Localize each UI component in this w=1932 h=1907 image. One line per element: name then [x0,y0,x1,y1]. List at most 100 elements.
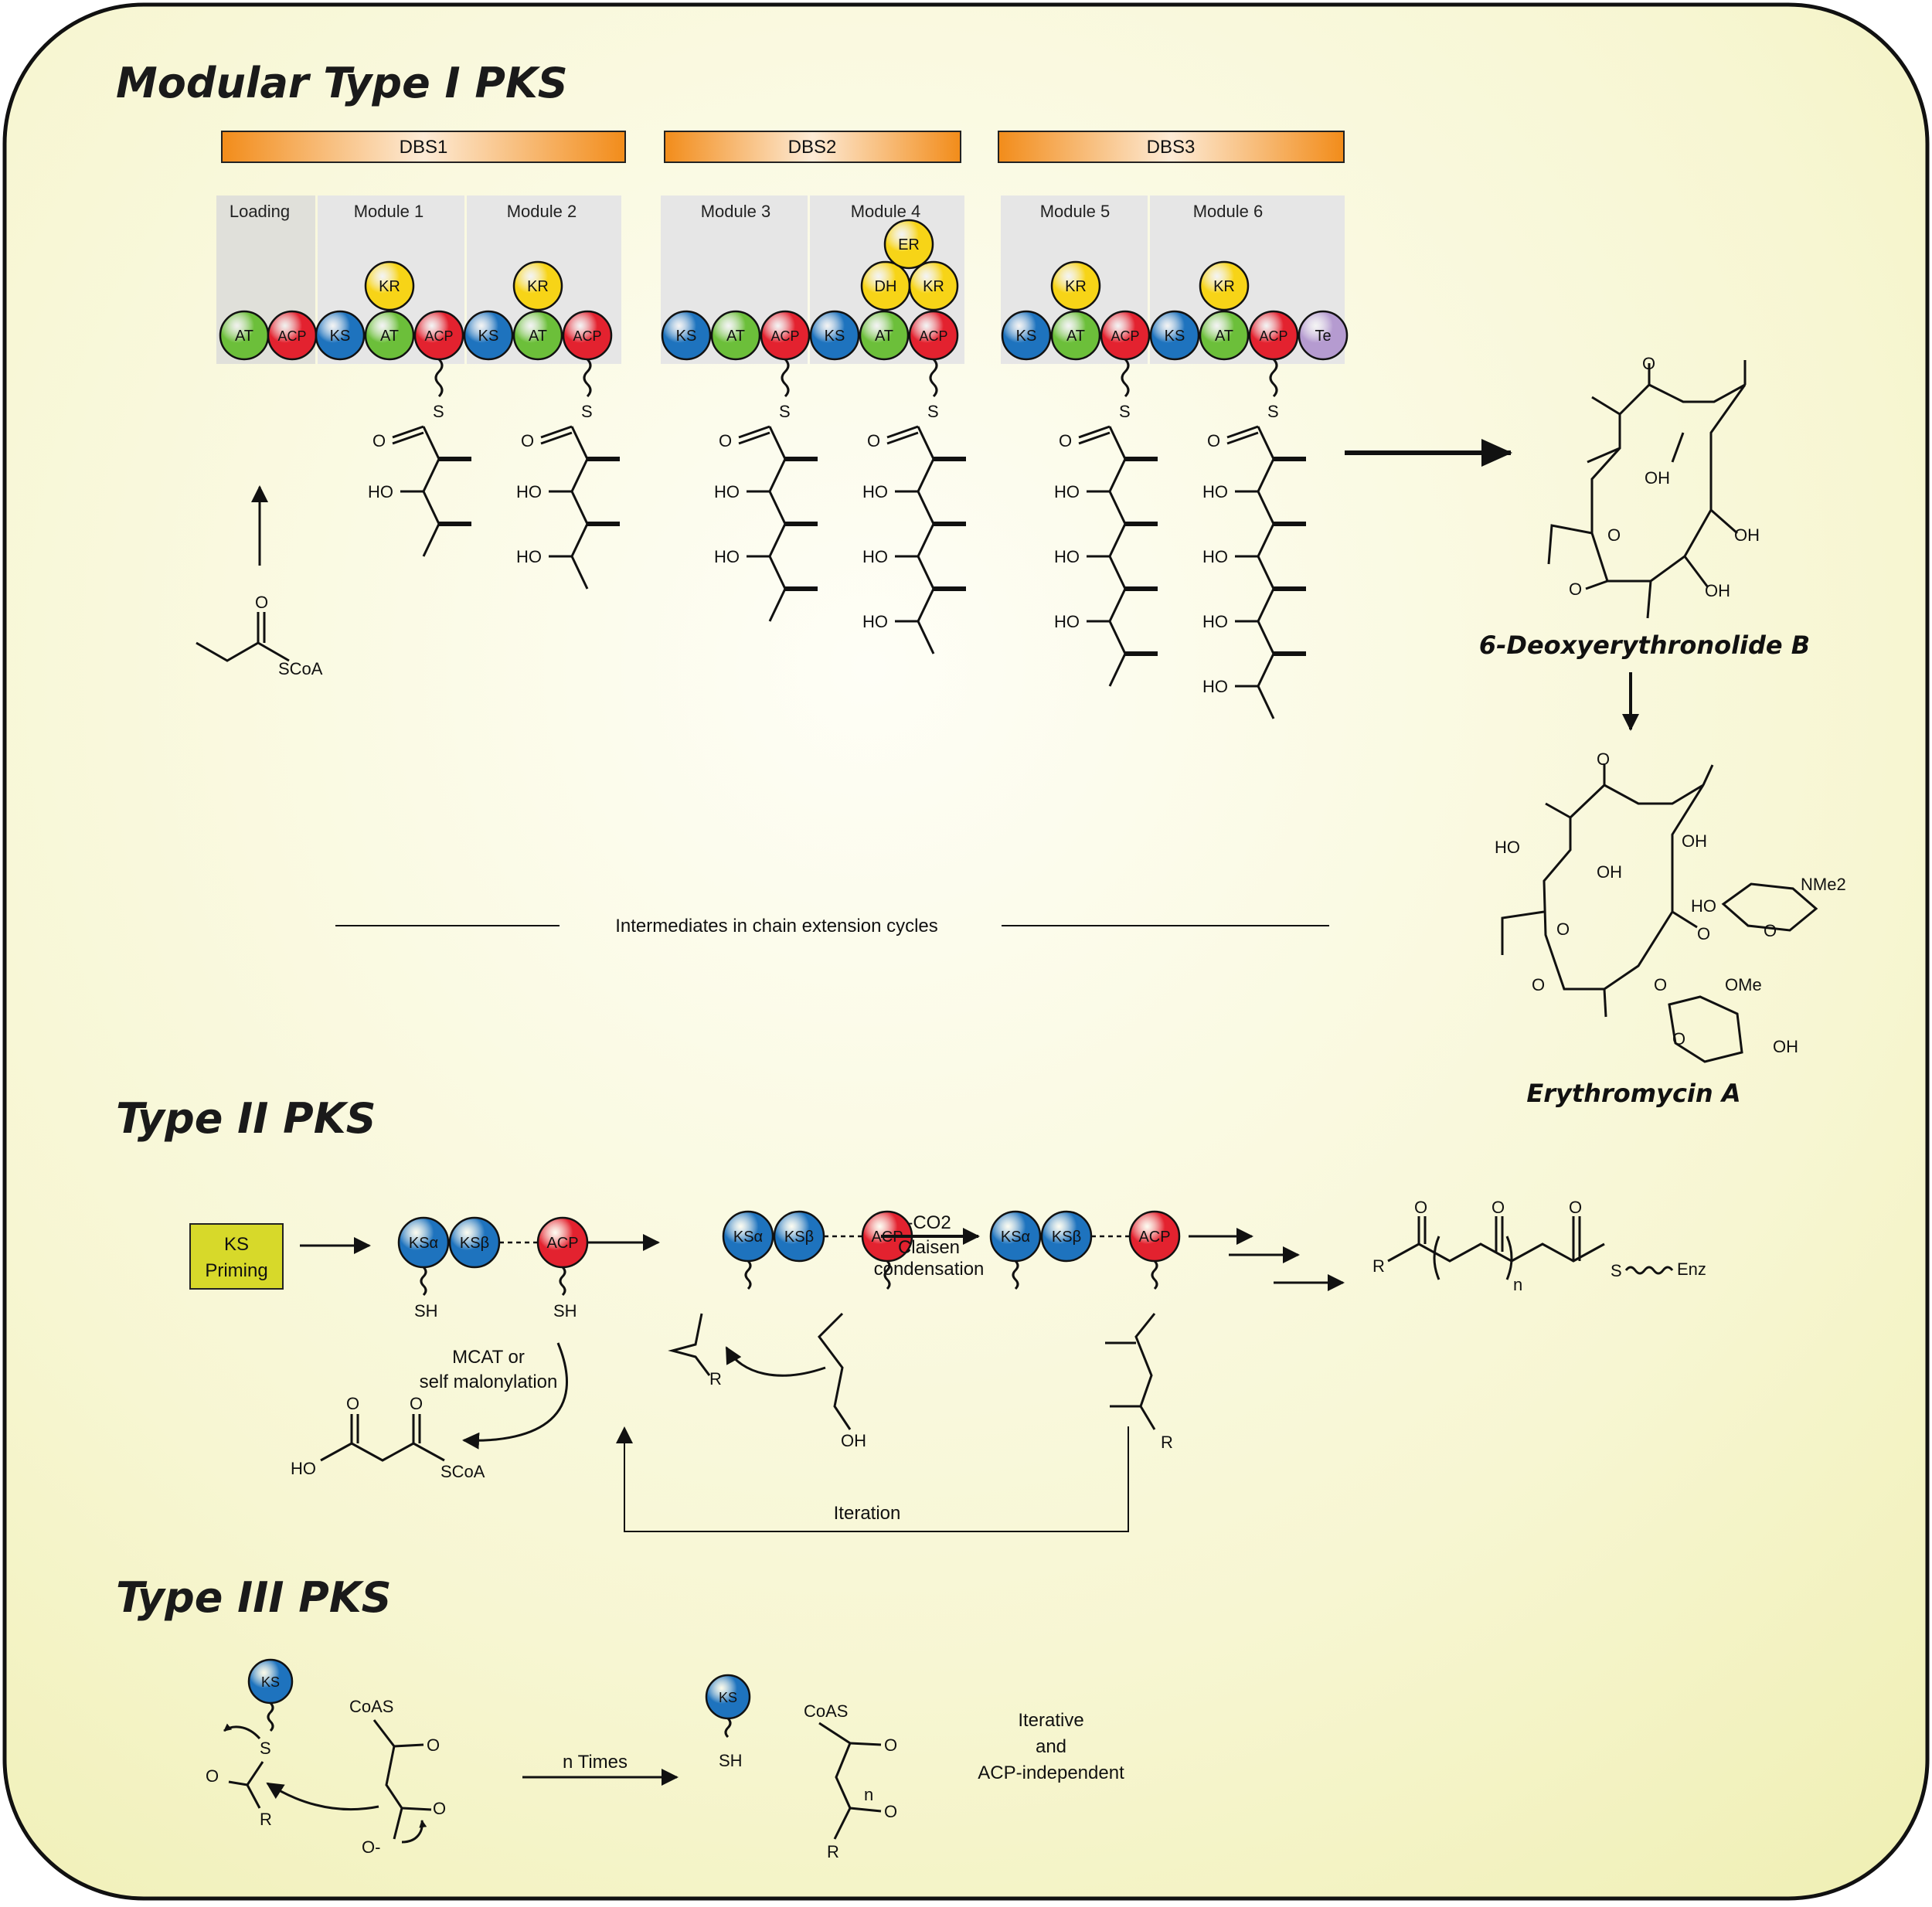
malonyl-o-1: O [346,1394,359,1413]
prod-r: R [1372,1256,1385,1276]
intermediate-ho-4-6: HO [862,612,888,631]
intermediate-ho-3-2: HO [714,482,740,501]
domain-kr-top-3: KR [908,260,959,311]
starter-propionyl-coa: O SCoA [196,485,323,678]
ks-priming-line1: KS [224,1234,249,1255]
domain-kr-top-0-label: KR [379,278,400,295]
starter-bonds [196,641,290,662]
prod-o1: O [1414,1198,1427,1217]
t3-sh: SH [719,1751,743,1770]
t3-o: O [206,1766,219,1786]
mcat-line1: MCAT or [452,1347,525,1368]
acp-1-label: ACP [546,1235,578,1252]
deb-oh-1: OH [1645,468,1670,488]
deb-oh-3: OH [1705,581,1730,600]
ery-ho-sugar: HO [1691,896,1716,916]
deb-o-ring: O [1607,525,1621,545]
intermediate-s-5: S [1119,402,1131,421]
ks-beta-3-label: KSβ [1052,1229,1081,1246]
acp-3: ACP [1128,1210,1181,1263]
domain-ks-11: KS [809,310,860,361]
domain-kr-top-3-label: KR [923,278,944,295]
domain-acp-7-label: ACP [573,328,601,344]
ks-alpha-1-label: KSα [409,1235,438,1252]
product1-label: 6-Deoxyerythronolide B [1479,631,1810,660]
erythromycin-structure: O HO OH OH O O NMe2 HO O O OMe OH O O [1495,750,1846,1063]
ery-o-sugar2: O [1672,1029,1685,1049]
t3-ks-1-label: KS [261,1674,280,1690]
ks-alpha-1: KSα [397,1216,450,1269]
domain-ks-8: KS [661,310,712,361]
domain-at-15: AT [1050,310,1101,361]
t3-ks-1: KS [247,1658,294,1705]
type3-title: Type III PKS [116,1573,392,1622]
domain-er-top-4: ER [883,219,934,270]
module-label-6: Module 6 [1193,202,1264,221]
intermediate-ho-6-6: HO [1202,612,1228,631]
domain-ks-14-label: KS [1016,328,1037,345]
domain-er-top-4-label: ER [898,236,920,253]
intermediate-ho-3-4: HO [714,547,740,566]
type1-title: Modular Type I PKS [116,59,568,107]
t2-oh: OH [841,1431,866,1450]
polyketide-product: R O O O n S Enz [1372,1198,1706,1294]
t3-o-2: O [427,1735,440,1755]
domain-at-9: AT [710,310,761,361]
domain-acp-19: ACP [1248,310,1299,361]
n-times-label: n Times [563,1752,628,1773]
dbs1-bar [221,131,626,163]
domain-acp-10-label: ACP [770,328,799,344]
dbs-bars: DBS1 DBS2 DBS3 [221,131,1345,163]
t3-ominus: O- [362,1837,380,1857]
intermediate-o-6: O [1207,431,1220,450]
type2-title: Type II PKS [116,1094,376,1143]
ks-priming-box [189,1223,284,1290]
t3-n: n [864,1785,873,1804]
decarb-line1: -CO2 [906,1212,951,1233]
domain-ks-17: KS [1149,310,1200,361]
module-label-1: Module 1 [354,202,424,221]
deb-o-top: O [1642,354,1655,373]
dbs1-label: DBS1 [400,137,448,158]
starter-scoa: SCoA [278,659,323,678]
t3-curl-arrow [223,1723,261,1740]
mcat-line2: self malonylation [420,1372,558,1392]
acp-3-label: ACP [1138,1229,1170,1246]
domain-acp-16: ACP [1100,310,1151,361]
t2-r-1: R [709,1369,722,1389]
sh-acp-1: SH [553,1301,577,1321]
iteration-loop [616,1426,1129,1532]
domain-at-12: AT [859,310,910,361]
intermediate-ho-6-2: HO [1202,482,1228,501]
mcat-arrow [462,1342,568,1450]
domain-at-6: AT [512,310,563,361]
domain-te-20-label: Te [1315,328,1331,345]
ery-o-top: O [1597,750,1610,769]
module-label-3: Module 3 [701,202,771,221]
t3-r: R [260,1810,272,1829]
ery-o-sugar1: O [1764,921,1777,940]
ks-alpha-2: KSα [722,1210,774,1263]
domain-at-15-label: AT [1066,328,1085,345]
ks-alpha-2-label: KSα [733,1229,763,1246]
sh-ks-1: SH [414,1301,438,1321]
domain-ks-17-label: KS [1165,328,1185,345]
domain-acp-16-label: ACP [1111,328,1139,344]
intermediate-o-4: O [867,431,880,450]
dbs3-label: DBS3 [1147,137,1196,158]
prod-s: S [1611,1261,1622,1280]
product2-label: Erythromycin A [1526,1079,1740,1108]
domain-kr-top-6-label: KR [1213,278,1235,295]
intermediate-ho-4-4: HO [862,547,888,566]
t3-o-5: O [884,1802,897,1821]
ery-ome: OMe [1725,975,1762,994]
ks-beta-2: KSβ [773,1210,825,1263]
decarb-line2: Claisen [898,1237,960,1258]
